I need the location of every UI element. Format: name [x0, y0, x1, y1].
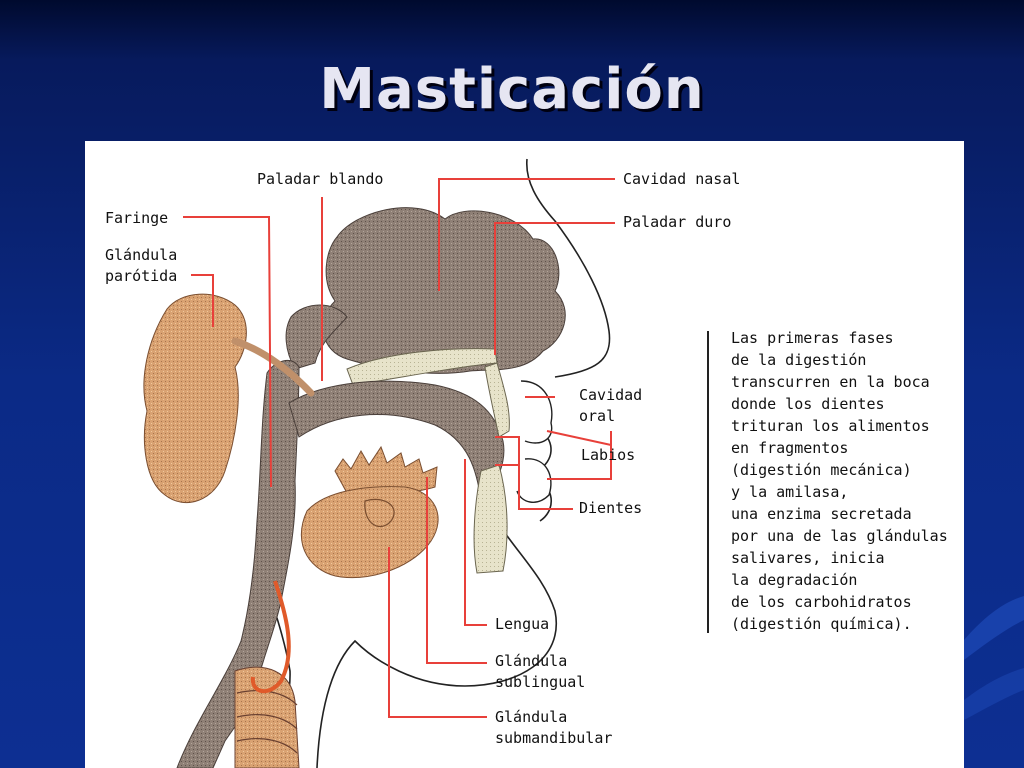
- parotid-gland: [143, 293, 247, 504]
- label-labios: Labios: [581, 446, 636, 464]
- label-paladar-duro: Paladar duro: [623, 213, 732, 231]
- upper-teeth: [484, 362, 510, 438]
- label-glandula-submandibular: Glándula submandibular: [495, 708, 613, 747]
- label-faringe: Faringe: [105, 209, 169, 227]
- label-glandula-sublingual: Glándula sublingual: [495, 652, 586, 691]
- mouth-anatomy-illustration: [143, 158, 615, 768]
- label-dientes: Dientes: [579, 499, 643, 517]
- diagram-panel: Paladar blando Cavidad nasal Faringe Pal…: [85, 141, 964, 768]
- leader-lines: [183, 178, 615, 718]
- label-lengua: Lengua: [495, 615, 550, 633]
- parotid-duct: [231, 337, 315, 397]
- label-glandula-parotida: Glándula parótida: [105, 246, 178, 285]
- lower-jaw: [473, 464, 508, 574]
- label-cavidad-nasal: Cavidad nasal: [623, 170, 741, 188]
- submandibular-gland: [300, 486, 439, 579]
- slide-title: Masticación: [319, 57, 705, 122]
- lower-lip: [516, 458, 552, 503]
- label-paladar-blando: Paladar blando: [257, 170, 384, 188]
- upper-lip: [520, 380, 553, 444]
- nasal-cavity-bone: [322, 207, 566, 374]
- description-text: Las primeras fases de la digestión trans…: [731, 329, 948, 633]
- label-cavidad-oral: Cavidad oral: [579, 386, 643, 425]
- esophagus: [250, 580, 291, 693]
- soft-palate: [285, 304, 348, 370]
- description-divider: [707, 331, 709, 633]
